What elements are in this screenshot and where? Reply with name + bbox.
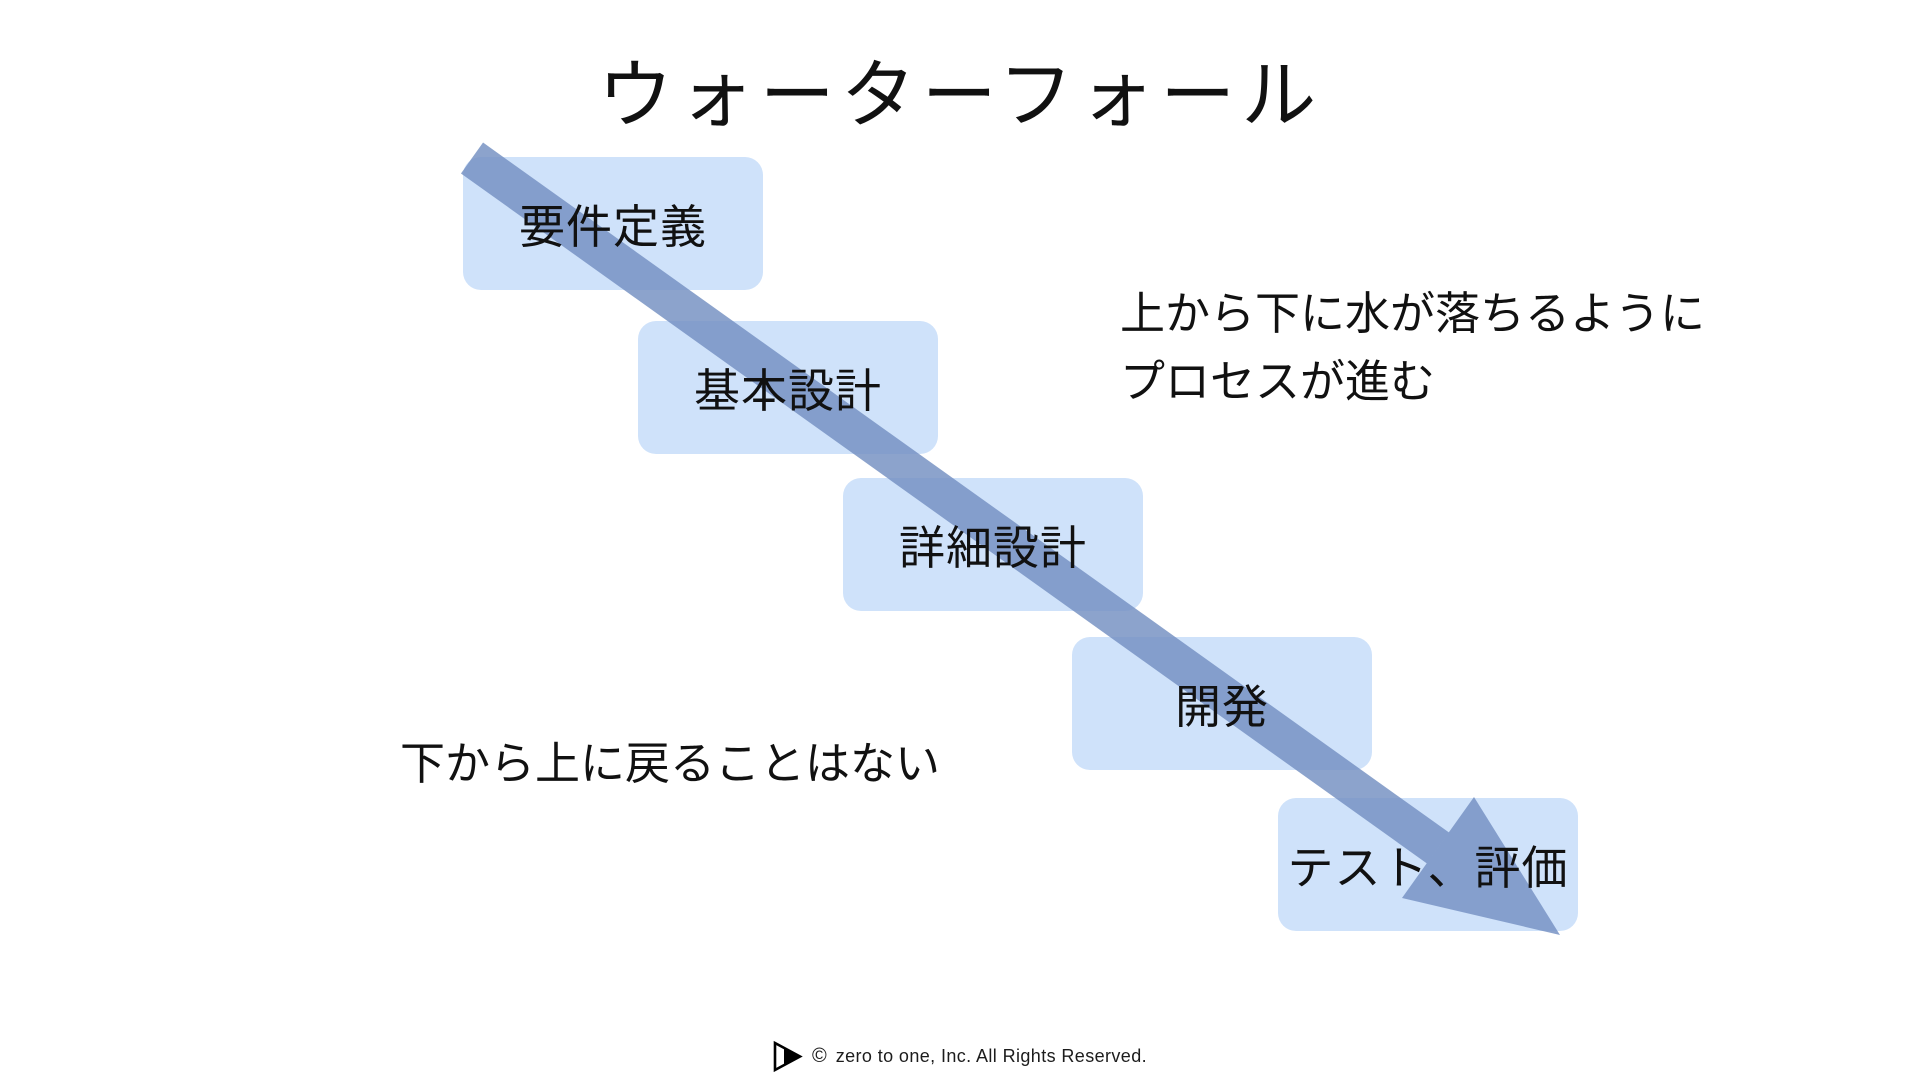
step-box-detailed-design: 詳細設計 — [843, 478, 1143, 611]
slide-title: ウォーターフォール — [597, 53, 1323, 137]
no-return-note: 下から上に戻ることはない — [400, 738, 941, 789]
flow-direction-note: 上から下に水が落ちるように プロセスが進む — [1120, 280, 1705, 416]
flow-direction-note-line2: プロセスが進む — [1120, 356, 1436, 407]
step-label: 基本設計 — [694, 364, 882, 417]
step-box-requirements: 要件定義 — [463, 157, 763, 290]
step-label: 詳細設計 — [899, 521, 1087, 574]
flow-direction-note-line1: 上から下に水が落ちるように — [1120, 288, 1706, 339]
step-label: テスト、評価 — [1287, 841, 1569, 894]
copyright-text: zero to one, Inc. All Rights Reserved. — [835, 1046, 1148, 1066]
copyright-symbol: © — [811, 1045, 827, 1067]
step-box-development: 開発 — [1072, 637, 1372, 770]
footer: © zero to one, Inc. All Rights Reserved. — [0, 1040, 1920, 1073]
step-box-test-evaluation: テスト、評価 — [1278, 798, 1578, 931]
step-box-basic-design: 基本設計 — [638, 321, 938, 454]
play-triangle-icon — [773, 1040, 803, 1073]
step-label: 開発 — [1175, 680, 1269, 733]
step-label: 要件定義 — [519, 200, 707, 253]
